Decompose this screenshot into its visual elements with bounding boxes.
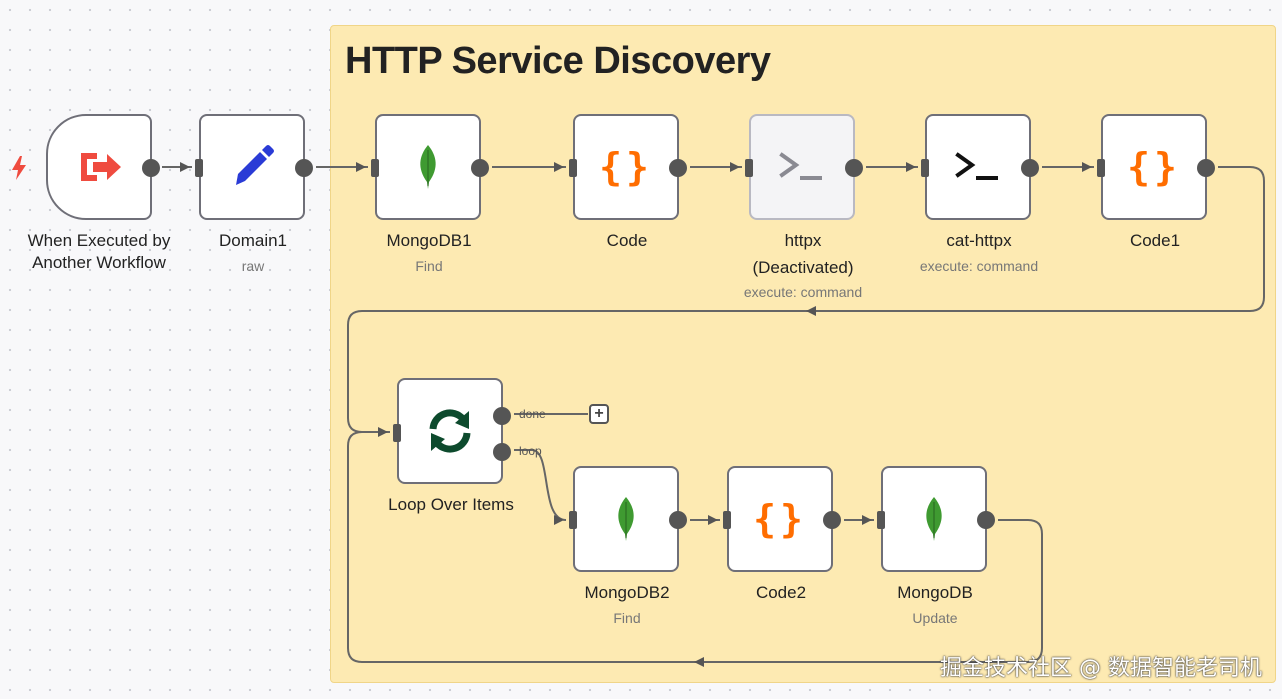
node-label: cat-httpx xyxy=(946,231,1012,250)
input-handle[interactable] xyxy=(195,159,203,177)
output-handle[interactable] xyxy=(845,159,863,177)
node-subtitle: raw xyxy=(241,258,265,274)
node-label: Code1 xyxy=(1129,231,1181,250)
sticky-title: HTTP Service Discovery xyxy=(345,40,771,82)
node-trigger[interactable] xyxy=(46,114,160,220)
node-loop-over-items[interactable] xyxy=(393,378,511,484)
node-subtitle: execute: command xyxy=(919,258,1039,274)
node-label: Domain1 xyxy=(218,231,288,250)
node-code1[interactable]: {} xyxy=(1097,114,1215,220)
node-subtitle: execute: command xyxy=(743,284,863,300)
loop-arrows-icon xyxy=(429,409,471,453)
input-handle[interactable] xyxy=(371,159,379,177)
output-handle[interactable] xyxy=(1197,159,1215,177)
node-code2[interactable]: {} xyxy=(723,466,841,572)
input-handle[interactable] xyxy=(921,159,929,177)
output-handle[interactable] xyxy=(142,159,160,177)
output-handle[interactable] xyxy=(977,511,995,529)
node-status-label: (Deactivated) xyxy=(752,258,854,277)
terminal-icon xyxy=(779,152,822,180)
node-label: Loop Over Items xyxy=(388,495,514,514)
node-label: MongoDB1 xyxy=(386,231,472,250)
node-mongodb1[interactable] xyxy=(371,114,489,220)
node-label: MongoDB xyxy=(897,583,973,602)
output-handle[interactable] xyxy=(295,159,313,177)
done-output-handle[interactable] xyxy=(493,407,511,425)
node-mongodb2[interactable] xyxy=(569,466,687,572)
lightning-icon xyxy=(12,156,26,180)
add-node-button[interactable]: + xyxy=(589,404,609,424)
node-label: When Executed by Another Workflow xyxy=(27,231,171,272)
output-handle[interactable] xyxy=(669,159,687,177)
branch-label-loop: loop xyxy=(519,444,542,458)
input-handle[interactable] xyxy=(877,511,885,529)
node-domain1[interactable] xyxy=(195,114,313,220)
output-handle[interactable] xyxy=(669,511,687,529)
loop-output-handle[interactable] xyxy=(493,443,511,461)
node-subtitle: Find xyxy=(613,610,641,626)
node-httpx[interactable] xyxy=(745,114,863,220)
branch-label-done: done xyxy=(519,407,546,421)
code-braces-icon: {} xyxy=(599,145,653,189)
node-mongodb[interactable] xyxy=(877,466,995,572)
code-braces-icon: {} xyxy=(753,497,807,541)
pencil-icon xyxy=(236,145,274,185)
mongodb-leaf-icon xyxy=(420,145,436,189)
input-handle[interactable] xyxy=(569,511,577,529)
node-label: Code xyxy=(606,231,648,250)
arrow-head xyxy=(180,162,190,172)
mongodb-leaf-icon xyxy=(618,497,634,541)
input-handle[interactable] xyxy=(723,511,731,529)
input-handle[interactable] xyxy=(393,424,401,442)
output-handle[interactable] xyxy=(1021,159,1039,177)
input-handle[interactable] xyxy=(569,159,577,177)
node-cat-httpx[interactable] xyxy=(921,114,1039,220)
node-code[interactable]: {} xyxy=(569,114,687,220)
watermark: 掘金技术社区 @ 数据智能老司机 xyxy=(940,656,1262,681)
input-handle[interactable] xyxy=(1097,159,1105,177)
code-braces-icon: {} xyxy=(1127,145,1181,189)
node-subtitle: Update xyxy=(912,610,958,626)
node-label: httpx xyxy=(784,231,822,250)
input-handle[interactable] xyxy=(745,159,753,177)
node-label: MongoDB2 xyxy=(584,583,670,602)
output-handle[interactable] xyxy=(471,159,489,177)
exit-arrow-icon xyxy=(81,153,121,181)
node-subtitle: Find xyxy=(415,258,443,274)
node-label: Code2 xyxy=(755,583,807,602)
terminal-icon xyxy=(955,152,998,180)
output-handle[interactable] xyxy=(823,511,841,529)
mongodb-leaf-icon xyxy=(926,497,942,541)
